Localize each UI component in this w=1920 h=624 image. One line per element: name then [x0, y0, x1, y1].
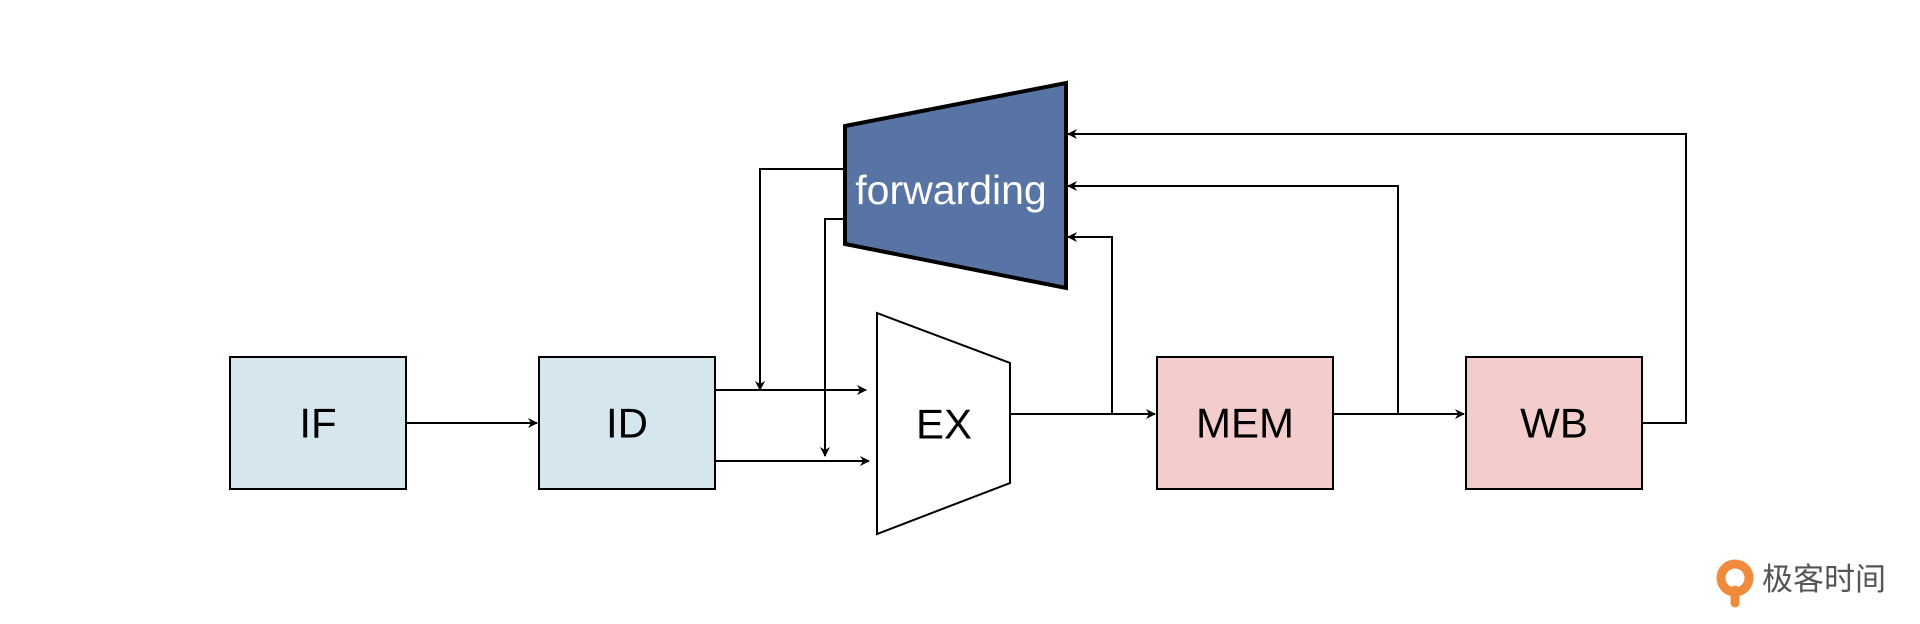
stage-ex-label: EX — [916, 401, 972, 448]
watermark: 极客时间 — [1716, 559, 1886, 608]
geektime-logo-icon — [1716, 559, 1754, 608]
arrow-wb-result-to-forwarding — [1067, 129, 1687, 424]
stage-id: ID — [538, 356, 716, 490]
arrow-forwarding-to-ex-lower — [820, 218, 845, 457]
stage-id-label: ID — [606, 400, 648, 447]
stage-mem-label: MEM — [1196, 400, 1294, 447]
arrow-forwarding-to-ex-upper — [755, 168, 845, 391]
stage-mem: MEM — [1156, 356, 1334, 490]
stage-if: IF — [229, 356, 407, 490]
stage-wb: WB — [1465, 356, 1643, 490]
forwarding-unit: forwarding — [843, 80, 1068, 291]
stage-wb-label: WB — [1520, 400, 1588, 447]
forwarding-label: forwarding — [855, 167, 1046, 213]
arrow-ex-result-to-forwarding — [1067, 232, 1113, 414]
stage-if-label: IF — [299, 400, 336, 447]
arrow-mem-result-to-forwarding — [1067, 181, 1399, 414]
watermark-text: 极客时间 — [1762, 562, 1886, 598]
stage-ex: EX — [876, 311, 1011, 536]
connections — [406, 129, 1687, 466]
